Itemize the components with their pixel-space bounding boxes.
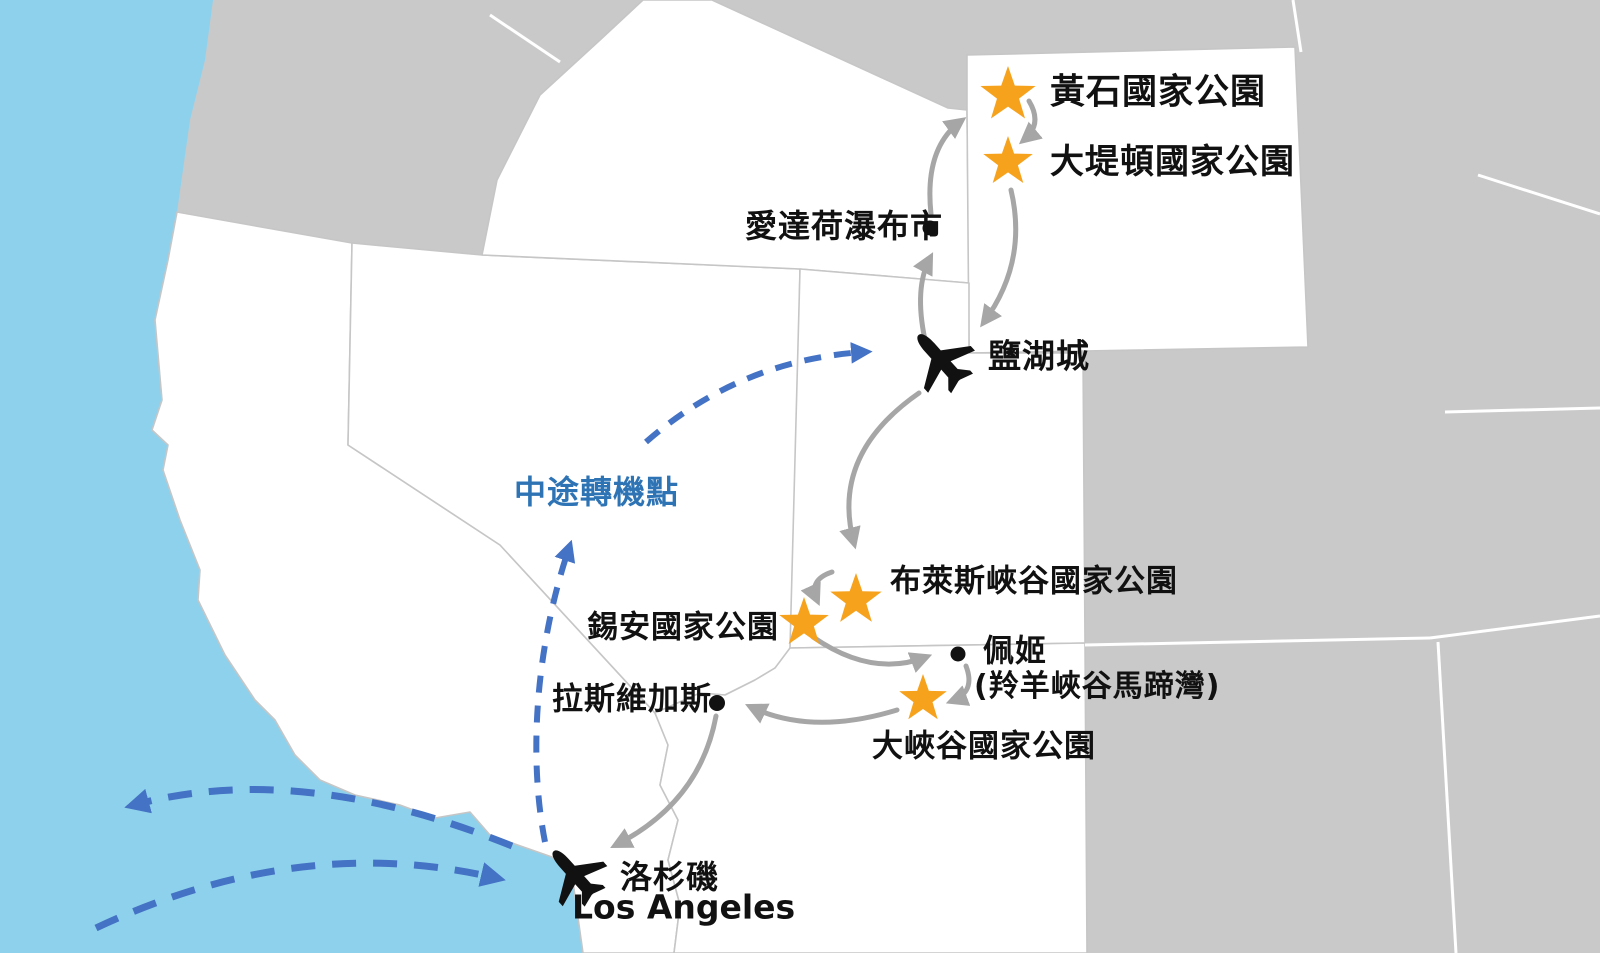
- route-grand-canyon-to-las-vegas: [745, 703, 900, 725]
- route-yellowstone-to-teton: [1018, 98, 1043, 145]
- border-colorado-kansas: [1429, 614, 1600, 640]
- route-teton-to-slc: [980, 187, 1019, 328]
- border-washington-oregon: [489, 13, 561, 64]
- city-dot-idaho-falls: [922, 220, 938, 236]
- label-zion: 錫安國家公園: [587, 609, 779, 646]
- city-dot-las-vegas: [709, 695, 725, 711]
- label-las-vegas: 拉斯維加斯: [552, 681, 712, 718]
- label-page-sub: (羚羊峽谷馬蹄灣): [974, 669, 1221, 704]
- label-salt-lake-city: 鹽湖城: [988, 336, 1090, 376]
- label-los-angeles-en: Los Angeles: [572, 887, 796, 927]
- route-idaho-falls-to-yellowstone: [927, 117, 967, 217]
- border-colorado-newmexico: [1084, 636, 1431, 647]
- label-los-angeles-zh: 洛杉磯: [620, 858, 720, 896]
- city-dot-page: [950, 646, 966, 662]
- label-bryce-canyon: 布萊斯峽谷國家公園: [890, 563, 1178, 600]
- border-dakota-nebraska: [1477, 173, 1600, 216]
- state-wyoming: [966, 46, 1309, 354]
- route-las-vegas-to-los-angeles: [610, 713, 719, 849]
- label-grand-teton: 大堤頓國家公園: [1050, 142, 1295, 182]
- label-idaho-falls: 愛達荷瀑布市: [745, 207, 944, 245]
- label-yellowstone: 黃石國家公園: [1050, 72, 1267, 113]
- label-page: 佩姬: [983, 633, 1047, 670]
- border-montana-dakota: [1291, 0, 1303, 53]
- border-nebraska-colorado: [1444, 406, 1600, 414]
- flight-departure-over-ocean: [124, 786, 514, 850]
- flight-arrival-over-ocean: [94, 859, 506, 932]
- route-slc-to-bryce: [839, 390, 922, 550]
- route-page-to-grand-canyon: [945, 663, 972, 706]
- border-newmexico-texas: [1436, 641, 1458, 953]
- route-zion-to-page: [810, 634, 933, 673]
- label-transfer-note: 中途轉機點: [514, 473, 680, 511]
- route-slc-to-idaho-falls: [913, 252, 934, 343]
- label-grand-canyon: 大峽谷國家公園: [872, 728, 1096, 765]
- flight-la-to-transfer: [533, 539, 576, 843]
- route-bryce-to-zion: [800, 569, 835, 607]
- flight-transfer-to-slc: [644, 342, 873, 445]
